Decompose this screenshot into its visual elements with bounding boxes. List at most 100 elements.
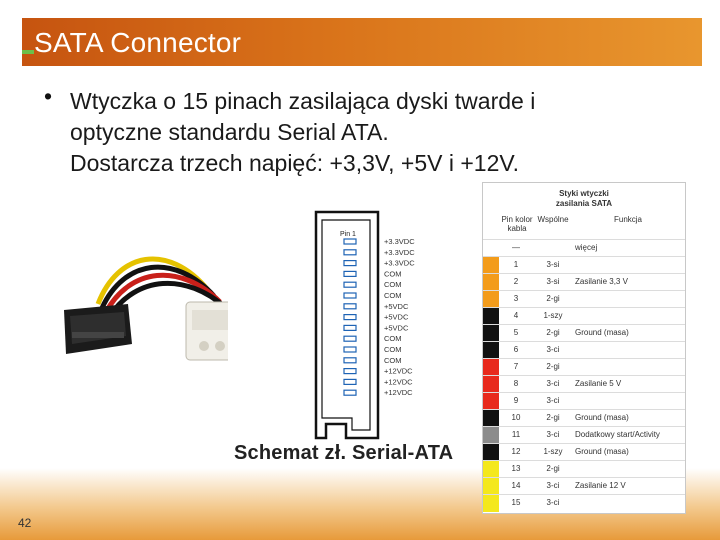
table-row: 1 3-si [483,256,685,274]
voltage-label: +3.3VDC [384,248,415,257]
schematic-pin [343,357,357,364]
pin-common: 3-ci [546,430,560,439]
pin-function: Zasilanie 12 V [575,481,626,490]
table-row: 14 3-ci Zasilanie 12 V [483,477,685,495]
schematic-pin [343,249,357,256]
pin-number: 3 [513,294,519,303]
pin-common: 2-gi [546,294,560,303]
table-row: 3 2-gi [483,290,685,308]
bullet-line-3: Dostarcza trzech napięć: +3,3V, +5V i +1… [70,150,520,176]
pin-number: 8 [513,379,519,388]
voltage-label: +12VDC [384,367,413,376]
pin-common: 2-gi [546,328,560,337]
pin-table-title: Styki wtyczki zasilania SATA [483,189,685,209]
table-row: 5 2-gi Ground (masa) [483,324,685,342]
table-row: 13 2-gi [483,460,685,478]
bullet-text: Wtyczka o 15 pinach zasilająca dyski twa… [70,86,535,179]
page-number: 42 [18,516,32,530]
schematic-pin [343,292,357,299]
wire-color-swatch [483,410,499,427]
pin-common: 3-si [546,277,560,286]
schematic-pin [343,238,357,245]
schematic-pin [343,335,357,342]
pin-function: Ground (masa) [575,413,629,422]
pin-common: 3-ci [546,481,560,490]
header-pin: Pin kolor kabla [501,215,533,233]
schematic-pin [343,346,357,353]
bullet-symbol: • [44,83,53,109]
slide-title: SATA Connector [34,27,242,58]
pin-common: 3-ci [546,498,560,507]
pin-common: 3-ci [546,379,560,388]
pin-common: 3-ci [546,396,560,405]
table-row: 7 2-gi [483,358,685,376]
wire-color-swatch [483,325,499,342]
wire-color-swatch [483,257,499,274]
pin-number: 15 [511,498,521,507]
pin-table-title-line-2: zasilania SATA [555,199,613,208]
pin-number: 13 [511,464,521,473]
pin-number: 14 [511,481,521,490]
pin-function: Ground (masa) [575,328,629,337]
voltage-label: +3.3VDC [384,237,415,246]
wire-color-swatch [483,291,499,308]
voltage-label: +5VDC [384,313,409,322]
pin-number: 4 [513,311,519,320]
pin-common: 2-gi [546,413,560,422]
wire-color-swatch [483,274,499,291]
wire-color-swatch [483,461,499,478]
sata-pin-table: Styki wtyczki zasilania SATA Pin kolor k… [482,182,686,514]
voltage-label: +12VDC [384,388,413,397]
pin-number: 7 [513,362,519,371]
wire-color-swatch [483,376,499,393]
bullet-line-1: Wtyczka o 15 pinach zasilająca dyski twa… [70,88,536,114]
pin-function: więcej [575,243,598,252]
pin-common: 3-si [546,260,560,269]
table-row: 15 3-ci [483,494,685,512]
wire-color-swatch [483,240,499,257]
wire-color-swatch [483,308,499,325]
pin-common: 2-gi [546,362,560,371]
pin-number: 1 [513,260,519,269]
title-accent-mark [22,50,34,54]
pin-common: 1-szy [543,311,563,320]
schematic-pin [343,378,357,385]
wire-color-swatch [483,495,499,512]
voltage-label: COM [384,345,402,354]
schematic-pin [343,324,357,331]
voltage-label: COM [384,269,402,278]
title-bar [22,18,702,66]
pin-number: 9 [513,396,519,405]
pin-function: Zasilanie 5 V [575,379,622,388]
pin-number: 2 [513,277,519,286]
pin-number: 11 [511,430,521,439]
pin-table-title-line-1: Styki wtyczki [559,189,609,198]
schematic-pin [343,303,357,310]
pin-number: 12 [511,447,521,456]
schematic-pin [343,389,357,396]
schematic-pin [343,368,357,375]
voltage-label: +5VDC [384,302,409,311]
voltage-label: COM [384,291,402,300]
header-common: Wspólne [537,215,569,224]
header-function: Funkcja [613,215,642,224]
wire-color-swatch [483,342,499,359]
pin-common: 2-gi [546,464,560,473]
table-row: 9 3-ci [483,392,685,410]
wire-color-swatch [483,444,499,461]
wire-color-swatch [483,427,499,444]
pin-1-label: Pin 1 [340,231,356,238]
pin-common: 3-ci [546,345,560,354]
voltage-label: COM [384,280,402,289]
pin-number: 5 [513,328,519,337]
bullet-line-2: optyczne standardu Serial ATA. [70,119,389,145]
wire-color-swatch [483,478,499,495]
schematic-pin [343,270,357,278]
voltage-label: +3.3VDC [384,259,415,268]
pin-number: 10 [511,413,521,422]
